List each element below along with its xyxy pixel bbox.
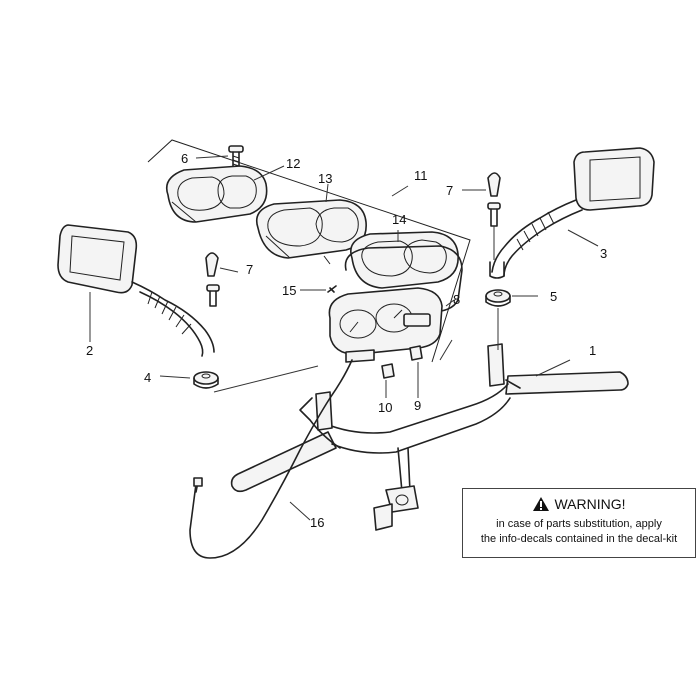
callout-6: 6	[181, 151, 188, 166]
leader-lines	[89, 155, 599, 521]
callout-12: 12	[286, 156, 300, 171]
callout-11: 11	[414, 168, 428, 183]
group-bracket-11	[147, 139, 471, 363]
handlebar-1	[230, 343, 629, 531]
clip-7-right	[487, 172, 501, 227]
callout-3: 3	[600, 246, 607, 261]
warning-title-text: WARNING!	[554, 496, 626, 512]
warning-triangle-icon	[532, 496, 550, 512]
gasket-14	[350, 231, 459, 289]
callout-7-left: 7	[246, 262, 253, 277]
callout-8: 8	[453, 292, 460, 307]
instrument-lens-13	[255, 199, 367, 265]
nut-10	[381, 363, 395, 379]
callout-9: 9	[414, 398, 421, 413]
instrument-housing-8	[344, 245, 463, 313]
nut-9	[409, 345, 423, 361]
screw-15	[327, 285, 337, 293]
callout-5: 5	[550, 289, 557, 304]
callout-1: 1	[589, 343, 596, 358]
callout-16: 16	[310, 515, 324, 530]
callout-13: 13	[318, 171, 332, 186]
callout-10: 10	[378, 400, 392, 415]
callout-15: 15	[282, 283, 296, 298]
washer-4	[193, 371, 219, 389]
callout-14: 14	[392, 212, 406, 227]
callout-4: 4	[144, 370, 151, 385]
callout-7-right: 7	[446, 183, 453, 198]
instrument-cover-12	[165, 165, 268, 223]
warning-line-1: in case of parts substitution, apply	[496, 518, 662, 530]
right-mirror	[489, 147, 655, 279]
warning-box: WARNING! in case of parts substitution, …	[462, 488, 696, 558]
left-mirror	[57, 224, 215, 357]
washer-5	[485, 289, 511, 307]
cable-16	[189, 359, 353, 559]
clip-7-left	[205, 252, 220, 307]
callout-2: 2	[86, 343, 93, 358]
warning-title: WARNING!	[532, 496, 626, 512]
warning-line-2: the info-decals contained in the decal-k…	[480, 533, 678, 545]
instrument-cluster	[328, 287, 443, 363]
